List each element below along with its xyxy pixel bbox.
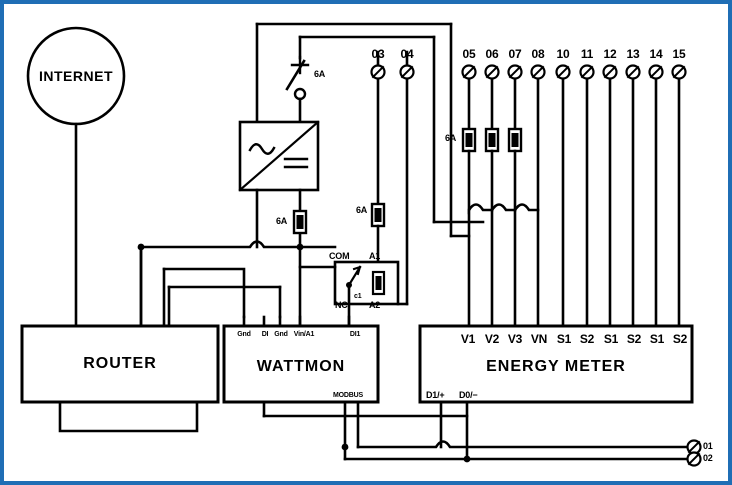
meter-terminal-v3: V3 (507, 332, 523, 346)
fuse-06-core (488, 133, 496, 147)
junction-modbus-b (463, 455, 471, 463)
wire-router-bottom-loop (58, 400, 199, 433)
terminal-label-12: 12 (603, 47, 617, 61)
terminal-screw-14 (648, 64, 664, 80)
terminal-screw-06 (484, 64, 500, 80)
terminal-screw-11 (579, 64, 595, 80)
terminal-label-07: 07 (508, 47, 522, 61)
relay-a2-label: A2 (369, 300, 381, 310)
relay-com-label: COM (329, 251, 350, 261)
terminal-screw-10 (555, 64, 571, 80)
wire-wattmon-gnd-left (162, 267, 246, 319)
terminal-label-13: 13 (626, 47, 640, 61)
converter-dc-symbol (283, 157, 309, 169)
meter-terminal-s1-b: S1 (603, 332, 619, 346)
terminal-label-06: 06 (485, 47, 499, 61)
terminal-label-04: 04 (400, 47, 414, 61)
wattmon-terminal-gnd-2: Gnd (274, 331, 288, 338)
converter-diagonal (238, 120, 320, 192)
wire-05-hop (467, 149, 494, 215)
terminal-label-10: 10 (556, 47, 570, 61)
terminal-screw-15 (671, 64, 687, 80)
meter-terminal-s1-c: S1 (649, 332, 665, 346)
relay-a1-label: A1 (369, 251, 381, 261)
meter-terminal-s1-a: S1 (556, 332, 572, 346)
terminal-screw-03 (370, 64, 386, 80)
meter-terminal-v1: V1 (460, 332, 476, 346)
terminal-screw-07 (507, 64, 523, 80)
meter-terminal-s2-a: S2 (579, 332, 595, 346)
wire-modbus-bus-01 (356, 440, 696, 449)
wattmon-terminal-gnd-1: Gnd (237, 331, 251, 338)
wattmon-terminal-di1: DI1 (349, 331, 361, 338)
fuse-converter-6a-rating: 6A (276, 216, 288, 226)
wattmon-terminal-vin-a1: Vin/A1 (293, 331, 315, 338)
terminal-screw-05 (461, 64, 477, 80)
fuse-relay-6a-rating: 6A (356, 205, 368, 215)
terminal-label-01: 01 (703, 441, 713, 451)
terminal-label-11: 11 (580, 47, 594, 61)
terminal-screw-13 (625, 64, 641, 80)
wire-dc-bus (139, 240, 337, 249)
terminal-label-14: 14 (649, 47, 663, 61)
relay-nc-label: NC (335, 300, 348, 310)
fuse-ct-6a-rating: 6A (445, 133, 457, 143)
relay-body (333, 260, 400, 306)
meter-terminal-s2-c: S2 (672, 332, 688, 346)
switch-6a-rating: 6A (314, 69, 326, 79)
energy-meter-box (418, 324, 694, 404)
internet-label: INTERNET (39, 68, 113, 84)
relay-coil-core (375, 276, 382, 290)
energy-meter-label: ENERGY METER (486, 358, 626, 375)
switch-blade (285, 59, 306, 91)
meter-terminal-d1-plus: D1/+ (426, 390, 445, 400)
wire-06-hop (490, 203, 517, 212)
wattmon-box (222, 324, 380, 404)
wire-07-hop (513, 203, 540, 212)
junction-dc-bus-router (137, 243, 145, 251)
wattmon-label: WATTMON (256, 358, 346, 375)
switch-pole-terminal (293, 87, 307, 101)
meter-terminal-vn: VN (530, 332, 548, 346)
fuse-converter-6a-core (296, 215, 304, 229)
terminal-label-02: 02 (703, 453, 713, 463)
terminal-screw-02 (686, 451, 702, 467)
terminal-screw-12 (602, 64, 618, 80)
fuse-05-core (465, 133, 473, 147)
meter-terminal-s2-b: S2 (626, 332, 642, 346)
terminal-label-08: 08 (531, 47, 545, 61)
terminal-label-05: 05 (462, 47, 476, 61)
relay-contact-arrow (352, 265, 362, 276)
router-box (20, 324, 220, 404)
junction-dc-bus-vin (296, 243, 304, 251)
wiring-diagram-canvas (20, 22, 702, 467)
terminal-label-03: 03 (371, 47, 385, 61)
fuse-relay-6a-core (374, 208, 382, 222)
junction-modbus-a (341, 443, 349, 451)
converter-ac-symbol (248, 143, 276, 155)
relay-coil-tag: c1 (354, 293, 362, 300)
terminal-screw-04 (399, 64, 415, 80)
meter-terminal-d0-minus: D0/− (459, 390, 478, 400)
wattmon-modbus-label: MODBUS (333, 392, 363, 399)
fuse-07-core (511, 133, 519, 147)
meter-terminal-v2: V2 (484, 332, 500, 346)
router-label: ROUTER (83, 355, 157, 372)
terminal-screw-08 (530, 64, 546, 80)
terminal-label-15: 15 (672, 47, 686, 61)
wattmon-terminal-di: DI (261, 331, 269, 338)
